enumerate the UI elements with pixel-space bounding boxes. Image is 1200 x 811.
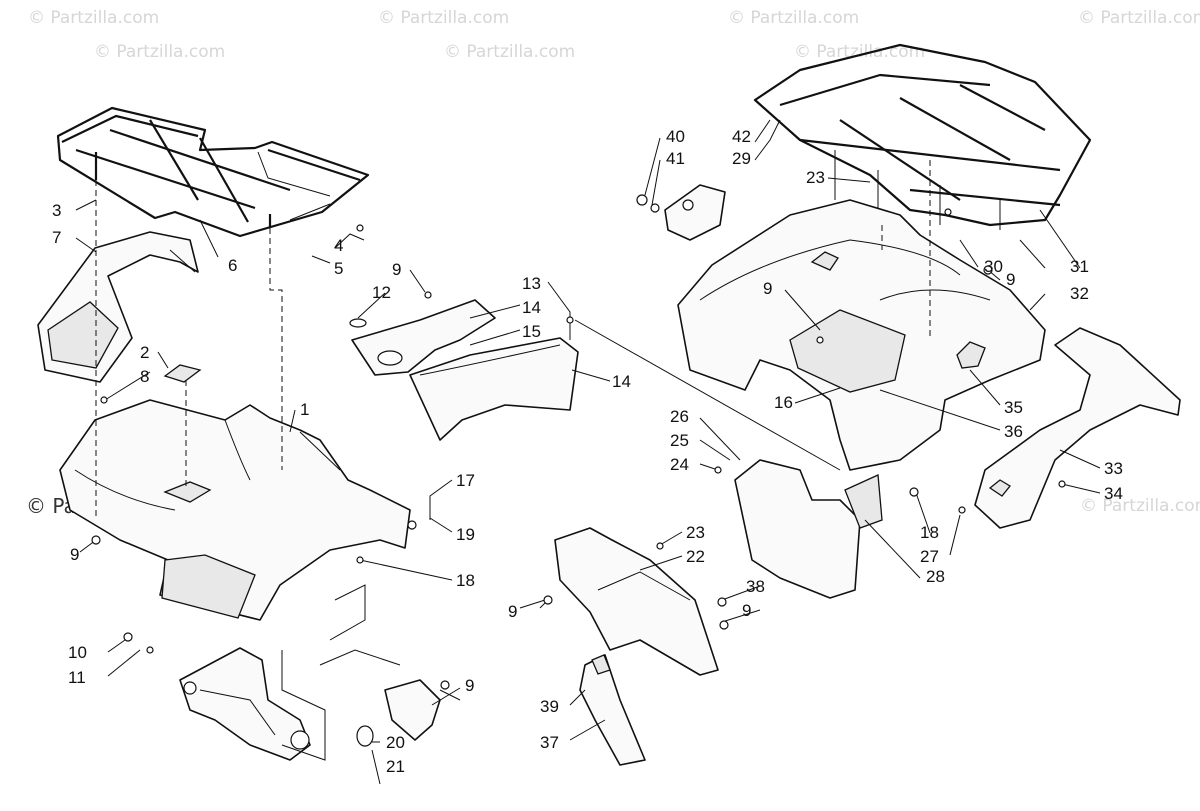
callout-15: 15 bbox=[522, 322, 541, 341]
callout-23: 23 bbox=[686, 523, 705, 542]
callout-29: 29 bbox=[732, 149, 751, 168]
bolt bbox=[636, 194, 648, 206]
callout-24: 24 bbox=[670, 455, 689, 474]
callout-33: 33 bbox=[1104, 459, 1123, 478]
washer bbox=[650, 203, 660, 213]
mounting-plate bbox=[319, 584, 441, 741]
mud-flap bbox=[579, 654, 646, 766]
watermark: © Partzilla.com bbox=[444, 42, 576, 62]
callout-9: 9 bbox=[1006, 270, 1015, 289]
callout-35: 35 bbox=[1004, 398, 1023, 417]
inner-panel bbox=[734, 459, 883, 599]
callout-23: 23 bbox=[806, 168, 825, 187]
rear-fender bbox=[677, 199, 1046, 471]
callout-28: 28 bbox=[926, 567, 945, 586]
callout-36: 36 bbox=[1004, 422, 1023, 441]
callout-17: 17 bbox=[456, 471, 475, 490]
clip-ring bbox=[356, 725, 374, 747]
callout-8: 8 bbox=[140, 367, 149, 386]
watermark: © Partzilla.com bbox=[94, 42, 226, 62]
callout-11: 11 bbox=[68, 668, 86, 687]
hardware bbox=[91, 208, 1066, 690]
callout-37: 37 bbox=[540, 733, 559, 752]
watermark: © Partzilla.com bbox=[728, 8, 860, 28]
side-panel-left bbox=[351, 299, 496, 376]
callout-34: 34 bbox=[1104, 484, 1123, 503]
rear-fender-extension bbox=[974, 327, 1181, 529]
watermark: © Partzilla.com bbox=[1080, 496, 1200, 516]
callout-5: 5 bbox=[334, 259, 343, 278]
rack-bracket bbox=[664, 184, 726, 241]
watermark: © Partzilla.com bbox=[28, 8, 160, 28]
callout-4: 4 bbox=[334, 236, 343, 255]
callout-22: 22 bbox=[686, 547, 705, 566]
watermark: © Partzilla.com bbox=[1078, 8, 1200, 28]
callout-25: 25 bbox=[670, 431, 689, 450]
front-fender bbox=[59, 399, 411, 621]
callout-38: 38 bbox=[746, 577, 765, 596]
alignment-line bbox=[269, 228, 283, 470]
side-panel-right bbox=[409, 337, 579, 441]
callout-27: 27 bbox=[920, 547, 939, 566]
front-rack bbox=[56, 106, 370, 238]
callout-21: 21 bbox=[386, 757, 405, 776]
callout-18: 18 bbox=[920, 523, 939, 542]
callout-18: 18 bbox=[456, 571, 475, 590]
callout-26: 26 bbox=[670, 407, 689, 426]
callout-3: 3 bbox=[52, 201, 61, 220]
callout-31: 31 bbox=[1070, 257, 1089, 276]
callout-32: 32 bbox=[1070, 284, 1089, 303]
callout-20: 20 bbox=[386, 733, 405, 752]
callout-42: 42 bbox=[732, 127, 751, 146]
callout-12: 12 bbox=[372, 283, 391, 302]
rear-rack bbox=[753, 43, 1092, 230]
callout-9: 9 bbox=[763, 279, 772, 298]
callout-9: 9 bbox=[508, 602, 517, 621]
watermark: © Partzilla.com bbox=[378, 8, 510, 28]
leader-lines bbox=[75, 119, 1101, 785]
splash-guard bbox=[554, 527, 719, 676]
callout-9: 9 bbox=[742, 601, 751, 620]
callout-6: 6 bbox=[228, 256, 237, 275]
frame-bracket bbox=[179, 647, 326, 761]
front-fender-extension bbox=[37, 231, 199, 383]
callout-30: 30 bbox=[984, 257, 1003, 276]
callout-16: 16 bbox=[774, 393, 793, 412]
callout-13: 13 bbox=[522, 274, 541, 293]
callout-labels: 1 2 3 4 5 6 7 8 9 9 9 9 9 9 9 10 11 12 1… bbox=[52, 127, 1123, 776]
callout-10: 10 bbox=[68, 643, 87, 662]
callout-9: 9 bbox=[70, 545, 79, 564]
grommet bbox=[349, 318, 367, 328]
callout-9: 9 bbox=[465, 676, 474, 695]
callout-14: 14 bbox=[522, 298, 541, 317]
callout-19: 19 bbox=[456, 525, 475, 544]
callout-40: 40 bbox=[666, 127, 685, 146]
callout-39: 39 bbox=[540, 697, 559, 716]
callout-41: 41 bbox=[666, 149, 685, 168]
cover-plate bbox=[163, 364, 202, 383]
callout-1: 1 bbox=[300, 400, 309, 419]
callout-9: 9 bbox=[392, 260, 401, 279]
callout-7: 7 bbox=[52, 228, 61, 247]
callout-2: 2 bbox=[140, 343, 149, 362]
callout-14: 14 bbox=[612, 372, 631, 391]
